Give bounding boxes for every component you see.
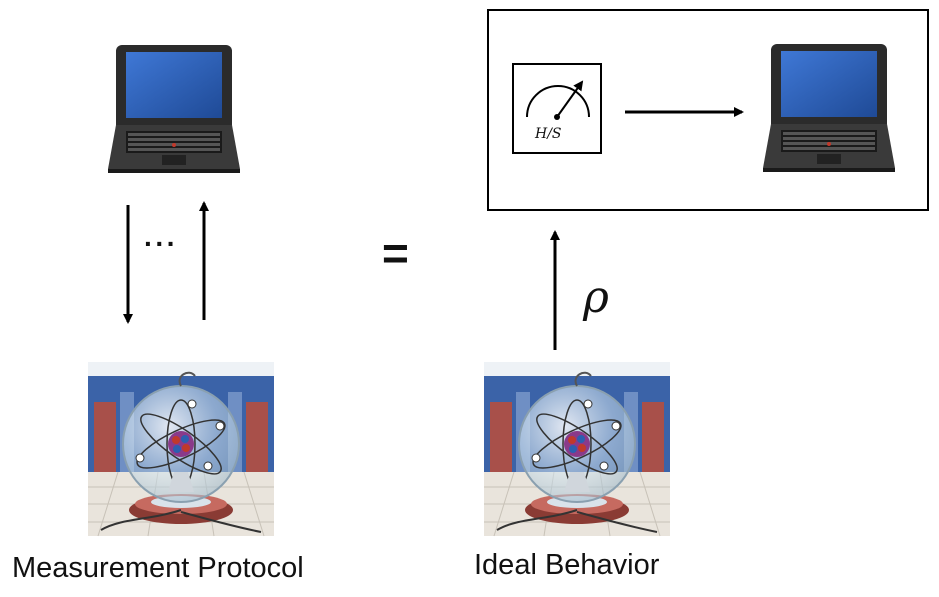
rho-label: ρ xyxy=(583,272,609,323)
quantum-device-icon-right xyxy=(483,361,671,537)
ellipsis-label: ··· xyxy=(144,228,178,259)
quantum-device-icon-left xyxy=(87,361,275,537)
meter-icon xyxy=(512,63,602,154)
measurement-protocol-caption: Measurement Protocol xyxy=(12,552,304,584)
ideal-behavior-caption: Ideal Behavior xyxy=(474,549,660,581)
laptop-icon-left xyxy=(108,45,240,173)
meter-label: H/S xyxy=(535,126,562,142)
laptop-icon-right xyxy=(763,44,895,172)
equals-sign: = xyxy=(382,227,409,279)
